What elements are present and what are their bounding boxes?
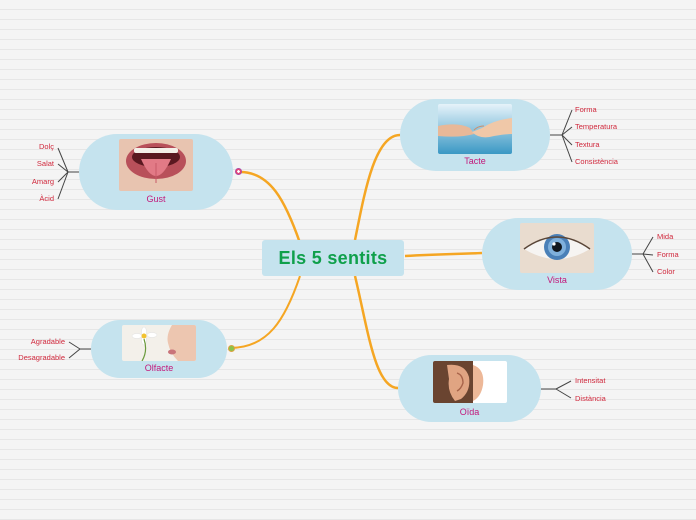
- connector-gust: [240, 172, 300, 243]
- central-topic[interactable]: Els 5 sentits: [262, 240, 404, 276]
- collapse-marker-gust[interactable]: [235, 168, 242, 175]
- smelling-flower-photo: [122, 325, 196, 361]
- branch-node-vista[interactable]: Vista: [482, 218, 632, 290]
- eye-photo: [520, 223, 594, 273]
- leaf-vista-1[interactable]: Forma: [657, 250, 679, 259]
- leaf-gust-1[interactable]: Salat: [37, 159, 54, 168]
- leaf-vista-2[interactable]: Color: [657, 267, 675, 276]
- leaf-tacte-1[interactable]: Temperatura: [575, 122, 617, 131]
- branch-node-olfacte[interactable]: Olfacte: [91, 320, 227, 378]
- branch-node-gust[interactable]: Gust: [79, 134, 233, 210]
- ear-photo: [433, 361, 507, 403]
- collapse-marker-olfacte[interactable]: [228, 345, 235, 352]
- connector-vista: [405, 253, 482, 256]
- branch-label-gust: Gust: [79, 194, 233, 204]
- leaf-olfacte-0[interactable]: Agradable: [31, 337, 65, 346]
- leaf-oida-1[interactable]: Distància: [575, 394, 606, 403]
- leaf-tacte-3[interactable]: Consistència: [575, 157, 618, 166]
- connector-oida: [355, 276, 398, 388]
- tongue-photo: [119, 139, 193, 191]
- branch-label-vista: Vista: [482, 275, 632, 285]
- branch-node-tacte[interactable]: Tacte: [400, 99, 550, 171]
- branch-node-oida[interactable]: Oïda: [398, 355, 541, 422]
- branch-label-olfacte: Olfacte: [91, 363, 227, 373]
- leaf-gust-3[interactable]: Àcid: [39, 194, 54, 203]
- branch-label-oida: Oïda: [398, 407, 541, 417]
- branch-label-tacte: Tacte: [400, 156, 550, 166]
- leaf-vista-0[interactable]: Mida: [657, 232, 673, 241]
- leaf-oida-0[interactable]: Intensitat: [575, 376, 605, 385]
- leaf-gust-2[interactable]: Amarg: [32, 177, 54, 186]
- leaf-tacte-2[interactable]: Textura: [575, 140, 600, 149]
- hands-touching-photo: [438, 104, 512, 154]
- connector-olfacte: [230, 276, 300, 348]
- leaf-tacte-0[interactable]: Forma: [575, 105, 597, 114]
- leaf-olfacte-1[interactable]: Desagradable: [18, 353, 65, 362]
- leaf-gust-0[interactable]: Dolç: [39, 142, 54, 151]
- connector-tacte: [355, 135, 400, 240]
